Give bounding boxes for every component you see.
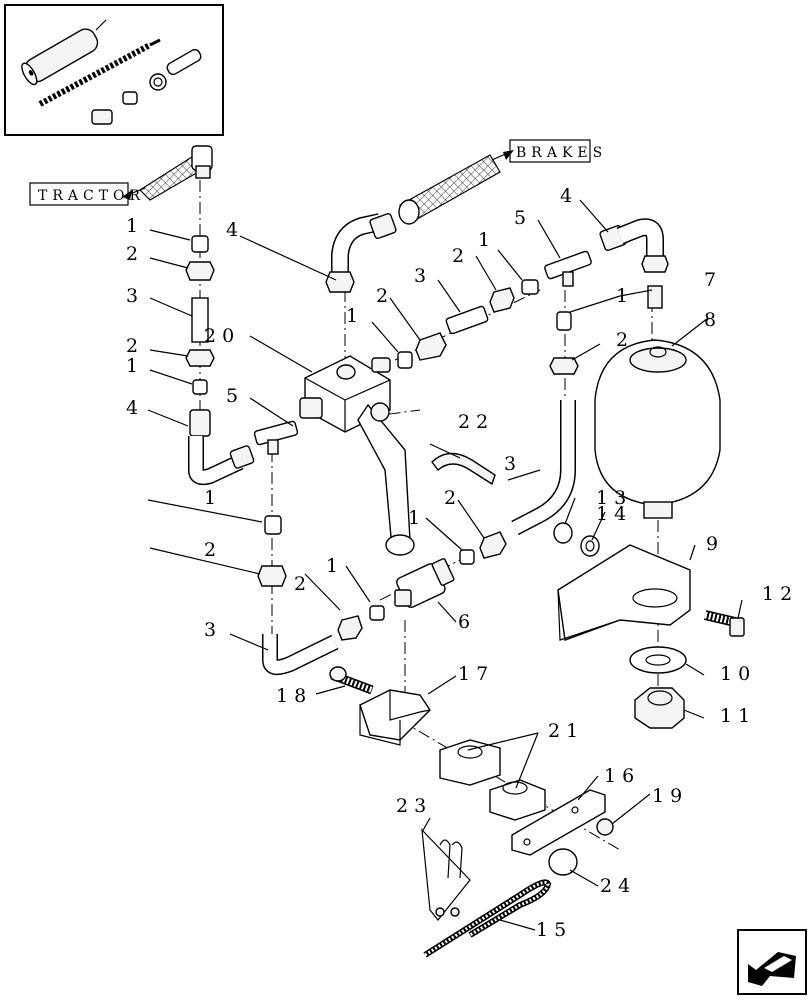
callout-11: 11: [720, 705, 756, 727]
callout-1: 1: [346, 305, 364, 327]
callout-3: 3: [414, 265, 432, 287]
callout-4: 4: [226, 219, 244, 241]
callout-10: 10: [720, 663, 756, 685]
callout-12: 12: [762, 583, 798, 605]
middle-fitting-stack: [397, 279, 539, 369]
tractor-hose-fitting: [139, 145, 213, 201]
callout-1: 1: [616, 285, 634, 307]
callout-1: 1: [408, 507, 426, 529]
mounting-bracket: [557, 544, 691, 641]
tee-fitting-right: [544, 250, 592, 287]
callout-6: 6: [458, 611, 476, 633]
clamp-and-bolt: [329, 666, 431, 746]
tee-fitting-left: [253, 420, 299, 455]
callout-2: 2: [126, 243, 144, 265]
callout-5: 5: [514, 207, 532, 229]
left-lower-stack: [257, 515, 339, 676]
callout-8: 8: [704, 309, 722, 331]
callout-2: 2: [204, 539, 222, 561]
callout-2: 2: [616, 329, 634, 351]
callout-1: 1: [204, 487, 222, 509]
brakes-tag: BRAKES: [491, 139, 607, 163]
callout-20: 20: [204, 325, 240, 347]
callout-3: 3: [504, 453, 522, 475]
clamp-halves: [439, 739, 546, 821]
valve-body: [299, 355, 415, 556]
callout-18: 18: [276, 685, 312, 707]
callout-1: 1: [478, 229, 496, 251]
clamp-plate: [511, 789, 614, 856]
callout-15: 15: [536, 919, 572, 941]
callout-4: 4: [126, 397, 144, 419]
callout-7: 7: [704, 269, 722, 291]
leader-lines: [147, 199, 743, 931]
callout-23: 23: [396, 795, 432, 817]
middle-pipe: [511, 311, 579, 536]
retaining-ring: [548, 848, 578, 876]
callout-24: 24: [600, 875, 636, 897]
callout-2: 2: [376, 285, 394, 307]
callout-2: 2: [126, 335, 144, 357]
callout-3: 3: [126, 285, 144, 307]
washers: [553, 522, 600, 557]
hose-clip: [431, 452, 496, 486]
kit-inset-icon: [4, 4, 224, 136]
coupler-assembly: [337, 531, 507, 641]
callout-1: 1: [126, 215, 144, 237]
callout-labels: 1 2 3 2 1 4 4 20 5 1 2 2 1 3 1 2 3 2 1 5…: [126, 185, 798, 941]
callout-5: 5: [226, 385, 244, 407]
callout-1: 1: [126, 355, 144, 377]
right-hose: [599, 218, 669, 309]
left-fitting-stack: [185, 235, 255, 486]
callout-22: 22: [458, 411, 494, 433]
callout-14: 14: [596, 503, 632, 525]
callout-16: 16: [604, 765, 640, 787]
callout-2: 2: [444, 487, 462, 509]
callout-3: 3: [204, 619, 222, 641]
cotter-pin: [423, 879, 552, 958]
callout-1: 1: [326, 555, 344, 577]
accumulator: [594, 339, 721, 519]
callout-2: 2: [452, 245, 470, 267]
tractor-label: TRACTOR: [38, 188, 145, 204]
brakes-label: BRAKES: [516, 145, 607, 161]
callout-2: 2: [294, 573, 312, 595]
callout-13: 13: [596, 487, 632, 509]
navigation-arrow-icon: [737, 929, 807, 995]
bolt-washer-nut: [629, 610, 745, 729]
callout-4: 4: [560, 185, 578, 207]
callout-19: 19: [652, 785, 688, 807]
pin-bracket: [421, 828, 471, 921]
callout-9: 9: [706, 533, 724, 555]
brakes-hose: [325, 154, 501, 293]
callout-17: 17: [458, 663, 494, 685]
callout-21: 21: [548, 720, 584, 742]
tractor-tag: TRACTOR: [29, 182, 146, 206]
